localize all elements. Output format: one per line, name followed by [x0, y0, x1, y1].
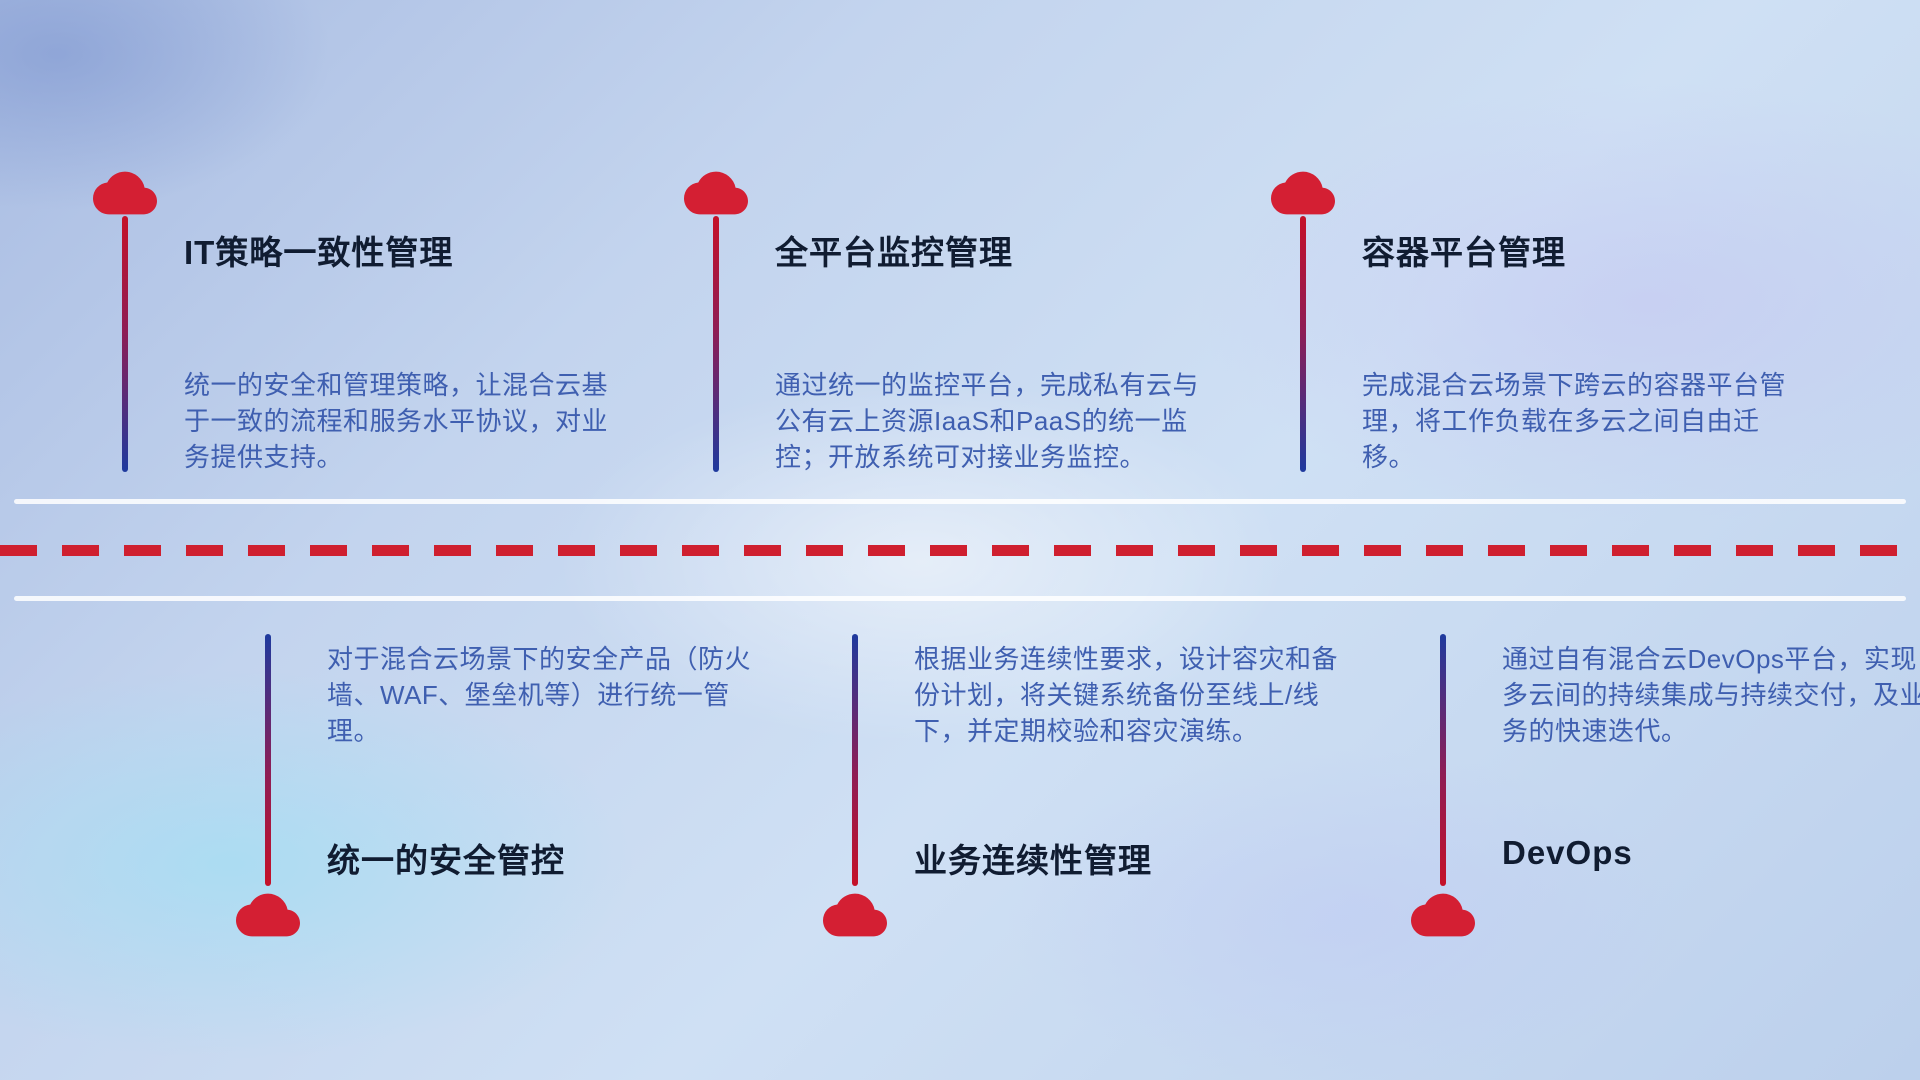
feature-item-container-platform: 容器平台管理 完成混合云场景下跨云的容器平台管理，将工作负载在多云之间自由迁移。 [1271, 170, 1791, 490]
cloud-icon [236, 892, 300, 938]
timeline-stem [713, 216, 719, 472]
feature-title: DevOps [1502, 834, 1633, 871]
cloud-icon [1271, 170, 1335, 216]
feature-title: IT策略一致性管理 [184, 234, 454, 271]
cloud-icon [1411, 892, 1475, 938]
feature-title: 统一的安全管控 [327, 842, 565, 879]
feature-item-business-continuity: 根据业务连续性要求，设计容灾和备份计划，将关键系统备份至线上/线下，并定期校验和… [823, 630, 1343, 960]
feature-description: 完成混合云场景下跨云的容器平台管理，将工作负载在多云之间自由迁移。 [1362, 370, 1787, 472]
feature-description: 通过统一的监控平台，完成私有云与公有云上资源IaaS和PaaS的统一监控；开放系… [775, 370, 1200, 472]
cloud-icon [823, 892, 887, 938]
feature-item-security-control: 对于混合云场景下的安全产品（防火墙、WAF、堡垒机等）进行统一管理。 统一的安全… [236, 630, 756, 960]
divider-solid-line-top [14, 499, 1906, 504]
timeline-stem [1300, 216, 1306, 472]
timeline-stem [122, 216, 128, 472]
divider-dashed-red-line [0, 545, 1920, 556]
feature-item-it-policy: IT策略一致性管理 统一的安全和管理策略，让混合云基于一致的流程和服务水平协议，… [93, 170, 613, 490]
feature-title: 容器平台管理 [1362, 234, 1566, 271]
feature-description: 根据业务连续性要求，设计容灾和备份计划，将关键系统备份至线上/线下，并定期校验和… [914, 644, 1339, 746]
feature-description: 通过自有混合云DevOps平台，实现多云间的持续集成与持续交付，及业务的快速迭代… [1502, 644, 1920, 746]
timeline-stem [1440, 634, 1446, 886]
feature-title: 业务连续性管理 [914, 842, 1152, 879]
timeline-stem [852, 634, 858, 886]
feature-item-devops: 通过自有混合云DevOps平台，实现多云间的持续集成与持续交付，及业务的快速迭代… [1411, 630, 1920, 960]
feature-item-monitoring: 全平台监控管理 通过统一的监控平台，完成私有云与公有云上资源IaaS和PaaS的… [684, 170, 1204, 490]
timeline-stem [265, 634, 271, 886]
cloud-icon [684, 170, 748, 216]
cloud-icon [93, 170, 157, 216]
divider-solid-line-bottom [14, 596, 1906, 601]
feature-description: 对于混合云场景下的安全产品（防火墙、WAF、堡垒机等）进行统一管理。 [327, 644, 752, 746]
feature-title: 全平台监控管理 [775, 234, 1013, 271]
feature-description: 统一的安全和管理策略，让混合云基于一致的流程和服务水平协议，对业务提供支持。 [184, 370, 609, 472]
